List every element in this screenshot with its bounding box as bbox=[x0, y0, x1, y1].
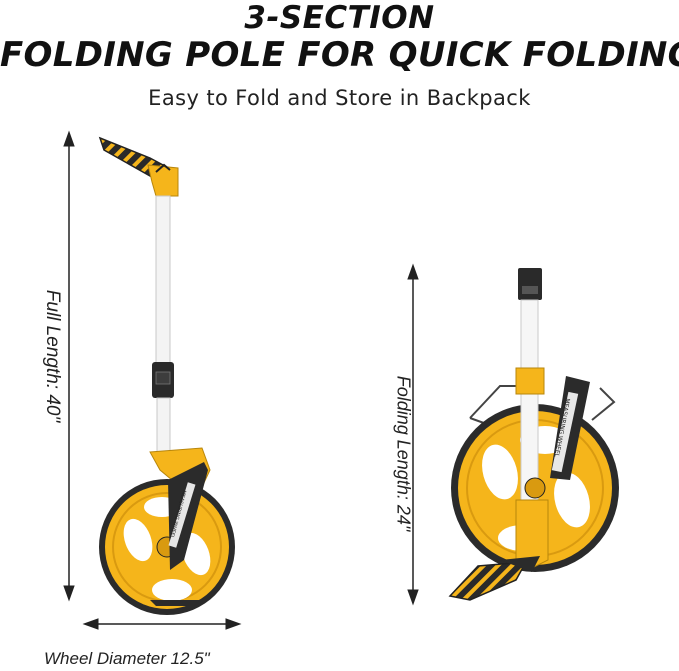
wheel-diameter-arrow bbox=[82, 618, 242, 630]
headline-line-1: 3-SECTION bbox=[244, 0, 435, 36]
folded-measuring-wheel: MEASURING WHEEL bbox=[448, 268, 619, 601]
full-length-label: Full Length: 40" bbox=[42, 289, 63, 423]
full-length-arrow bbox=[63, 130, 75, 602]
folding-length-label: Folding Length: 24" bbox=[393, 375, 414, 532]
headline-line-2: FOLDING POLE FOR QUICK FOLDING bbox=[0, 35, 679, 75]
subtitle: Easy to Fold and Store in Backpack bbox=[148, 86, 531, 110]
wheel-diameter-label: Wheel Diameter 12.5" bbox=[44, 649, 210, 668]
unfolded-measuring-wheel: MEASURING WHEEL bbox=[98, 136, 235, 615]
folding-length-arrow bbox=[407, 263, 419, 606]
